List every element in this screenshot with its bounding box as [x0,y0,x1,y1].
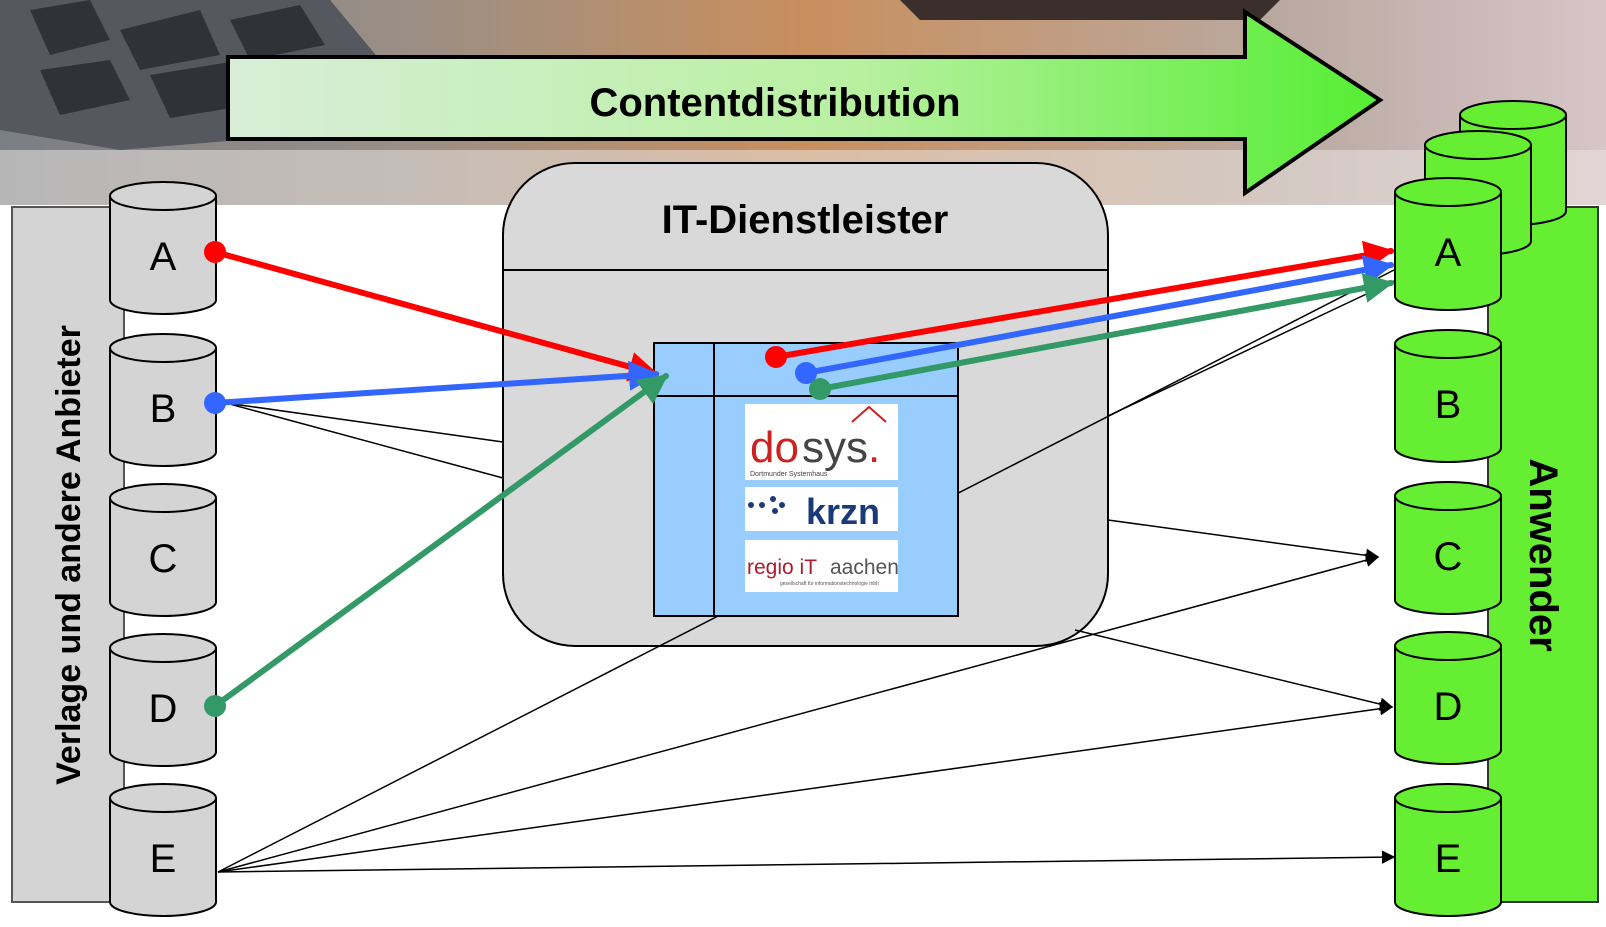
user-db-d-label: D [1434,685,1463,729]
provider-databases: A B C D E [109,181,217,917]
direct-connections [217,269,1396,873]
green-flow-start-dot [204,695,226,717]
blue-flow-arrow-inbound [212,360,659,406]
regio-it-logo-caption: gesellschaft für informationstechnologie… [780,581,879,587]
users-side-label: Anwender [1521,458,1565,651]
connection-arrow [217,553,1380,873]
banner-label: Contentdistribution [589,81,960,125]
user-db-d: D [1394,631,1502,765]
dosys-logo-dot: . [868,423,880,472]
provider-db-b: B [109,333,217,467]
dosys-logo: do sys . Dortmunder Systemhaus [745,404,898,480]
connection-arrow [1107,519,1380,563]
content-distribution-banner: Contentdistribution [226,8,1384,197]
provider-db-d-label: D [149,687,178,731]
dosys-logo-text-dark: sys [802,423,868,472]
providers-panel: Verlage und andere Anbieter [11,206,125,903]
red-flow-start-dot [204,241,226,263]
connection-arrow [217,850,1396,873]
green-flow-catalog-dot [809,378,831,400]
provider-db-a-label: A [150,235,177,279]
regio-it-logo-text-red: regio iT [747,556,817,579]
connection-line [1107,280,1395,417]
regio-it-aachen-logo: regio iT aachen gesellschaft für informa… [745,540,899,592]
provider-db-e-label: E [150,837,177,881]
connection-arrow [1074,629,1394,711]
user-db-b: B [1394,329,1502,463]
dosys-logo-text-red: do [750,423,799,472]
user-db-c: C [1394,481,1502,615]
connection-line [225,402,504,479]
blue-flow-catalog-dot [795,362,817,384]
krzn-logo: krzn [745,487,898,532]
red-flow-arrow-inbound [212,249,659,382]
provider-db-a: A [109,181,217,315]
flow-arrows [204,240,1394,717]
user-db-b-label: B [1435,383,1462,427]
user-databases: A B C D E [1394,100,1567,917]
blue-flow-start-dot [204,392,226,414]
regio-it-logo-text-dark: aachen [830,556,899,579]
provider-db-c: C [109,483,217,617]
provider-db-c-label: C [149,537,178,581]
user-db-e-label: E [1435,837,1462,881]
provider-db-d: D [109,633,217,767]
connection-line [225,402,504,443]
user-db-e: E [1394,783,1502,917]
users-panel: Anwender [1487,206,1599,903]
providers-side-label: Verlage und andere Anbieter [50,325,88,785]
provider-db-e: E [109,783,217,917]
krzn-logo-text: krzn [806,491,880,532]
dosys-logo-caption: Dortmunder Systemhaus [750,471,828,478]
green-flow-arrow-outbound [817,273,1394,392]
user-db-c-label: C [1434,535,1463,579]
green-flow-arrow-inbound [212,373,669,709]
catalog-table: do sys . Dortmunder Systemhaus krzn regi… [653,342,959,617]
blue-flow-arrow-outbound [803,255,1394,376]
service-provider-title: IT-Dienstleister [662,198,949,242]
connection-arrow [217,702,1394,873]
user-db-a-label: A [1435,231,1462,275]
user-db-a: A [1394,177,1502,311]
red-flow-arrow-outbound [773,240,1394,360]
red-flow-catalog-dot [765,346,787,368]
provider-db-b-label: B [150,387,177,431]
